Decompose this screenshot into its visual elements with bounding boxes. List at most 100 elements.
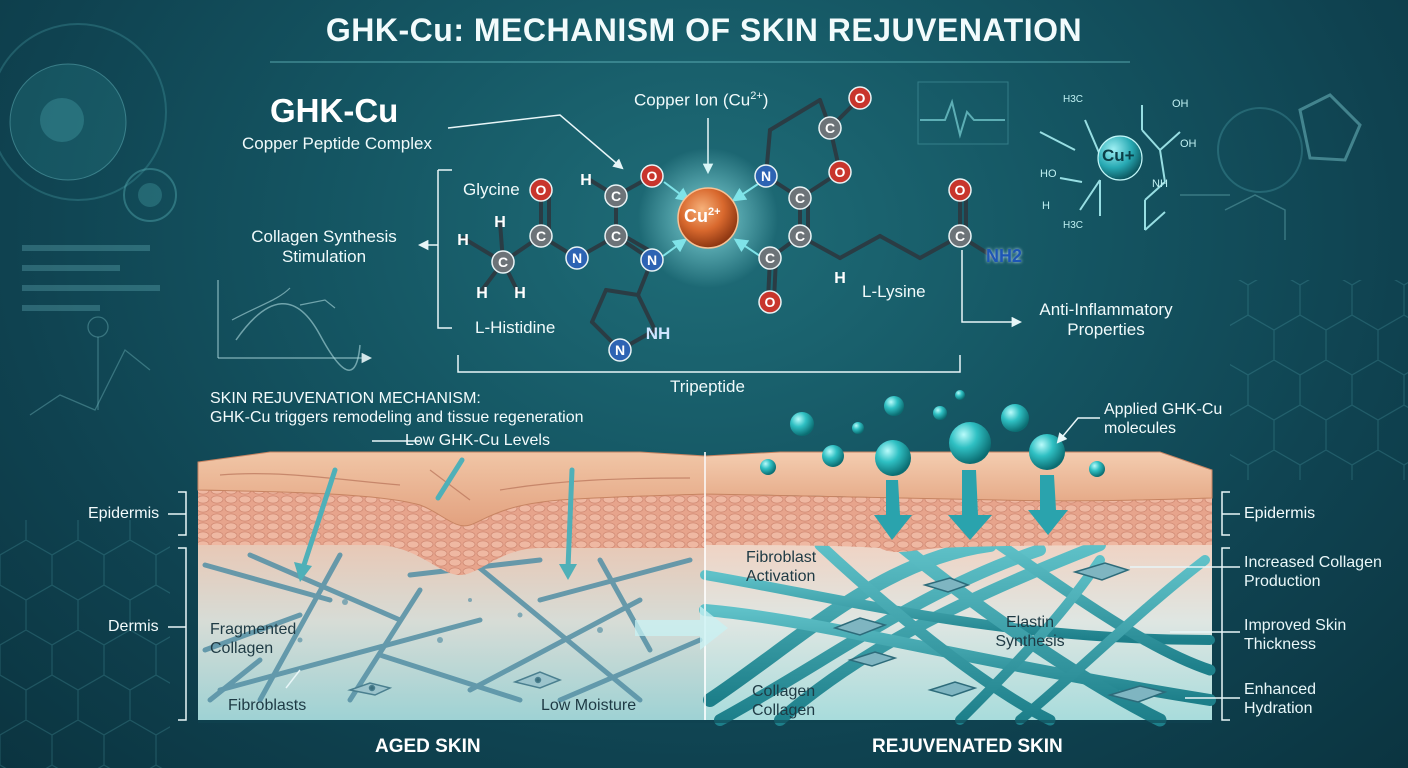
aged-penetration-arrows	[300, 457, 575, 571]
nitrogen-atom-label-8: N	[615, 342, 625, 358]
carbon-atom-15	[758, 246, 782, 270]
benefit-hydration-line2: Hydration	[1244, 700, 1313, 717]
aged-fibroblast-cells	[347, 671, 563, 696]
collagen-line2: Collagen	[752, 702, 816, 719]
benefit-hydration-line1: Enhanced	[1244, 681, 1317, 698]
mechanism-heading: SKIN REJUVENATION MECHANISM:	[210, 390, 481, 407]
elastin-line1: Elastin	[1005, 614, 1055, 631]
rejuvenated-skin-footer: REJUVENATED SKIN	[872, 736, 1063, 757]
histidine-label: L-Histidine	[475, 318, 556, 337]
anti-inflammatory-line1: Anti-Inflammatory	[1039, 300, 1173, 319]
copper-center-symbol: Cu2+	[684, 206, 721, 227]
page-title: GHK-Cu: MECHANISM OF SKIN REJUVENATION	[325, 12, 1083, 48]
collagen-synthesis-line2: Stimulation	[281, 247, 367, 266]
nitrogen-atom-label-9: N	[761, 168, 771, 184]
carbon-atom-3	[604, 224, 628, 248]
low-levels-label: Low GHK-Cu Levels	[405, 432, 550, 449]
benefit-collagen: Increased Collagen Production	[1244, 553, 1382, 591]
oxygen-atom-label-18: O	[955, 182, 966, 198]
nitrogen-atom-9	[754, 164, 778, 188]
applied-label: Applied GHK-Cu molecules	[1104, 400, 1222, 438]
carbon-atom-13	[788, 186, 812, 210]
fragmented-line1: Fragmented	[210, 621, 297, 638]
lysine-label: L-Lysine	[862, 282, 926, 301]
inset-molecule	[1039, 105, 1181, 231]
oxygen-atom-16	[758, 290, 782, 314]
glycine-label: Glycine	[463, 180, 520, 199]
collagen-synthesis-label: Collagen Synthesis Stimulation	[240, 227, 408, 267]
fibroblast-line1: Fibroblast	[746, 549, 817, 566]
elastin-synthesis-label: Elastin Synthesis	[990, 613, 1070, 651]
fragmented-collagen-label: Fragmented Collagen	[210, 620, 296, 658]
oxygen-atom-label-12: O	[835, 164, 846, 180]
copper-ion-label: Copper Ion (Cu2+)	[634, 90, 768, 111]
inset-h3c-top: H3C	[1063, 94, 1084, 105]
inset-h3c-bottom: H3C	[1063, 220, 1084, 231]
carbon-atom-14	[788, 224, 812, 248]
graph-inset	[217, 280, 373, 371]
carbon-atom-label-14: C	[795, 228, 805, 244]
carbon-atom-11	[818, 116, 842, 140]
amine-group: NH2	[986, 246, 1023, 266]
oxygen-atom-label-10: O	[855, 90, 866, 106]
collagen-label: Collagen Collagen	[752, 682, 815, 720]
benefit-collagen-line2: Production	[1244, 573, 1321, 590]
oxygen-atom-10	[848, 86, 872, 110]
aged-skin-footer: AGED SKIN	[375, 736, 481, 757]
oxygen-atom-label-16: O	[765, 294, 776, 310]
benefit-thickness-line2: Thickness	[1244, 636, 1317, 653]
hydrogen-label-3: H	[476, 285, 488, 302]
elastin-line2: Synthesis	[995, 633, 1065, 650]
carbon-atom-label-11: C	[825, 120, 835, 136]
nitrogen-atom-8	[608, 338, 632, 362]
oxygen-atom-label-1: O	[536, 182, 547, 198]
pulse-graph	[917, 81, 1009, 145]
benefit-thickness-line1: Improved Skin	[1244, 617, 1347, 634]
inset-ho: HO	[1040, 168, 1057, 180]
hydrogen-label-0: H	[580, 172, 592, 189]
ghk-cu-molecule	[461, 96, 997, 352]
carbon-atom-label-15: C	[765, 250, 775, 266]
carbon-atom-4	[604, 184, 628, 208]
oxygen-atom-12	[828, 160, 852, 184]
oxygen-atom-5	[640, 164, 664, 188]
carbon-atom-17	[948, 224, 972, 248]
copper-symbol: Cu	[684, 206, 708, 226]
inset-cu-label: Cu+	[1102, 146, 1135, 165]
carbon-atom-label-4: C	[611, 188, 621, 204]
transition-arrow	[635, 606, 728, 650]
fibroblast-activation-label: Fibroblast Activation	[746, 548, 816, 586]
hydrogen-label-4: H	[514, 285, 526, 302]
rejuvenated-fibroblast-cells	[832, 562, 1168, 703]
compound-subtitle: Copper Peptide Complex	[242, 134, 432, 153]
inset-nh: NH	[1152, 178, 1168, 190]
fragmented-line2: Collagen	[210, 640, 274, 657]
carbon-atom-label-7: C	[498, 254, 508, 270]
hydrogen-label-1: H	[494, 214, 506, 231]
skin-cross-section	[197, 390, 1216, 727]
nitrogen-atom-label-6: N	[647, 252, 657, 268]
carbon-atom-label-13: C	[795, 190, 805, 206]
low-moisture-label: Low Moisture	[541, 697, 637, 714]
copper-ion-paren: )	[762, 90, 769, 110]
oxygen-atom-1	[529, 178, 553, 202]
inset-oh-2: OH	[1180, 138, 1197, 150]
fibroblasts-label: Fibroblasts	[228, 697, 307, 714]
applied-molecules	[760, 390, 1105, 477]
copper-ion-text: Copper Ion (Cu	[634, 90, 751, 110]
copper-ion-charge: 2+	[750, 90, 763, 102]
carbon-atom-label-0: C	[536, 228, 546, 244]
inset-h: H	[1042, 200, 1050, 212]
carbon-atom-label-3: C	[611, 228, 621, 244]
benefit-thickness: Improved Skin Thickness	[1244, 616, 1346, 654]
copper-charge: 2+	[708, 206, 721, 218]
nitrogen-atom-2	[565, 246, 589, 270]
hydrogen-label-6: NH	[646, 324, 671, 343]
epidermis-right-label: Epidermis	[1244, 505, 1316, 522]
collagen-line1: Collagen	[752, 683, 816, 700]
background-decor	[0, 23, 1408, 768]
epidermis-left-label: Epidermis	[88, 505, 160, 522]
nitrogen-atom-label-2: N	[572, 250, 582, 266]
